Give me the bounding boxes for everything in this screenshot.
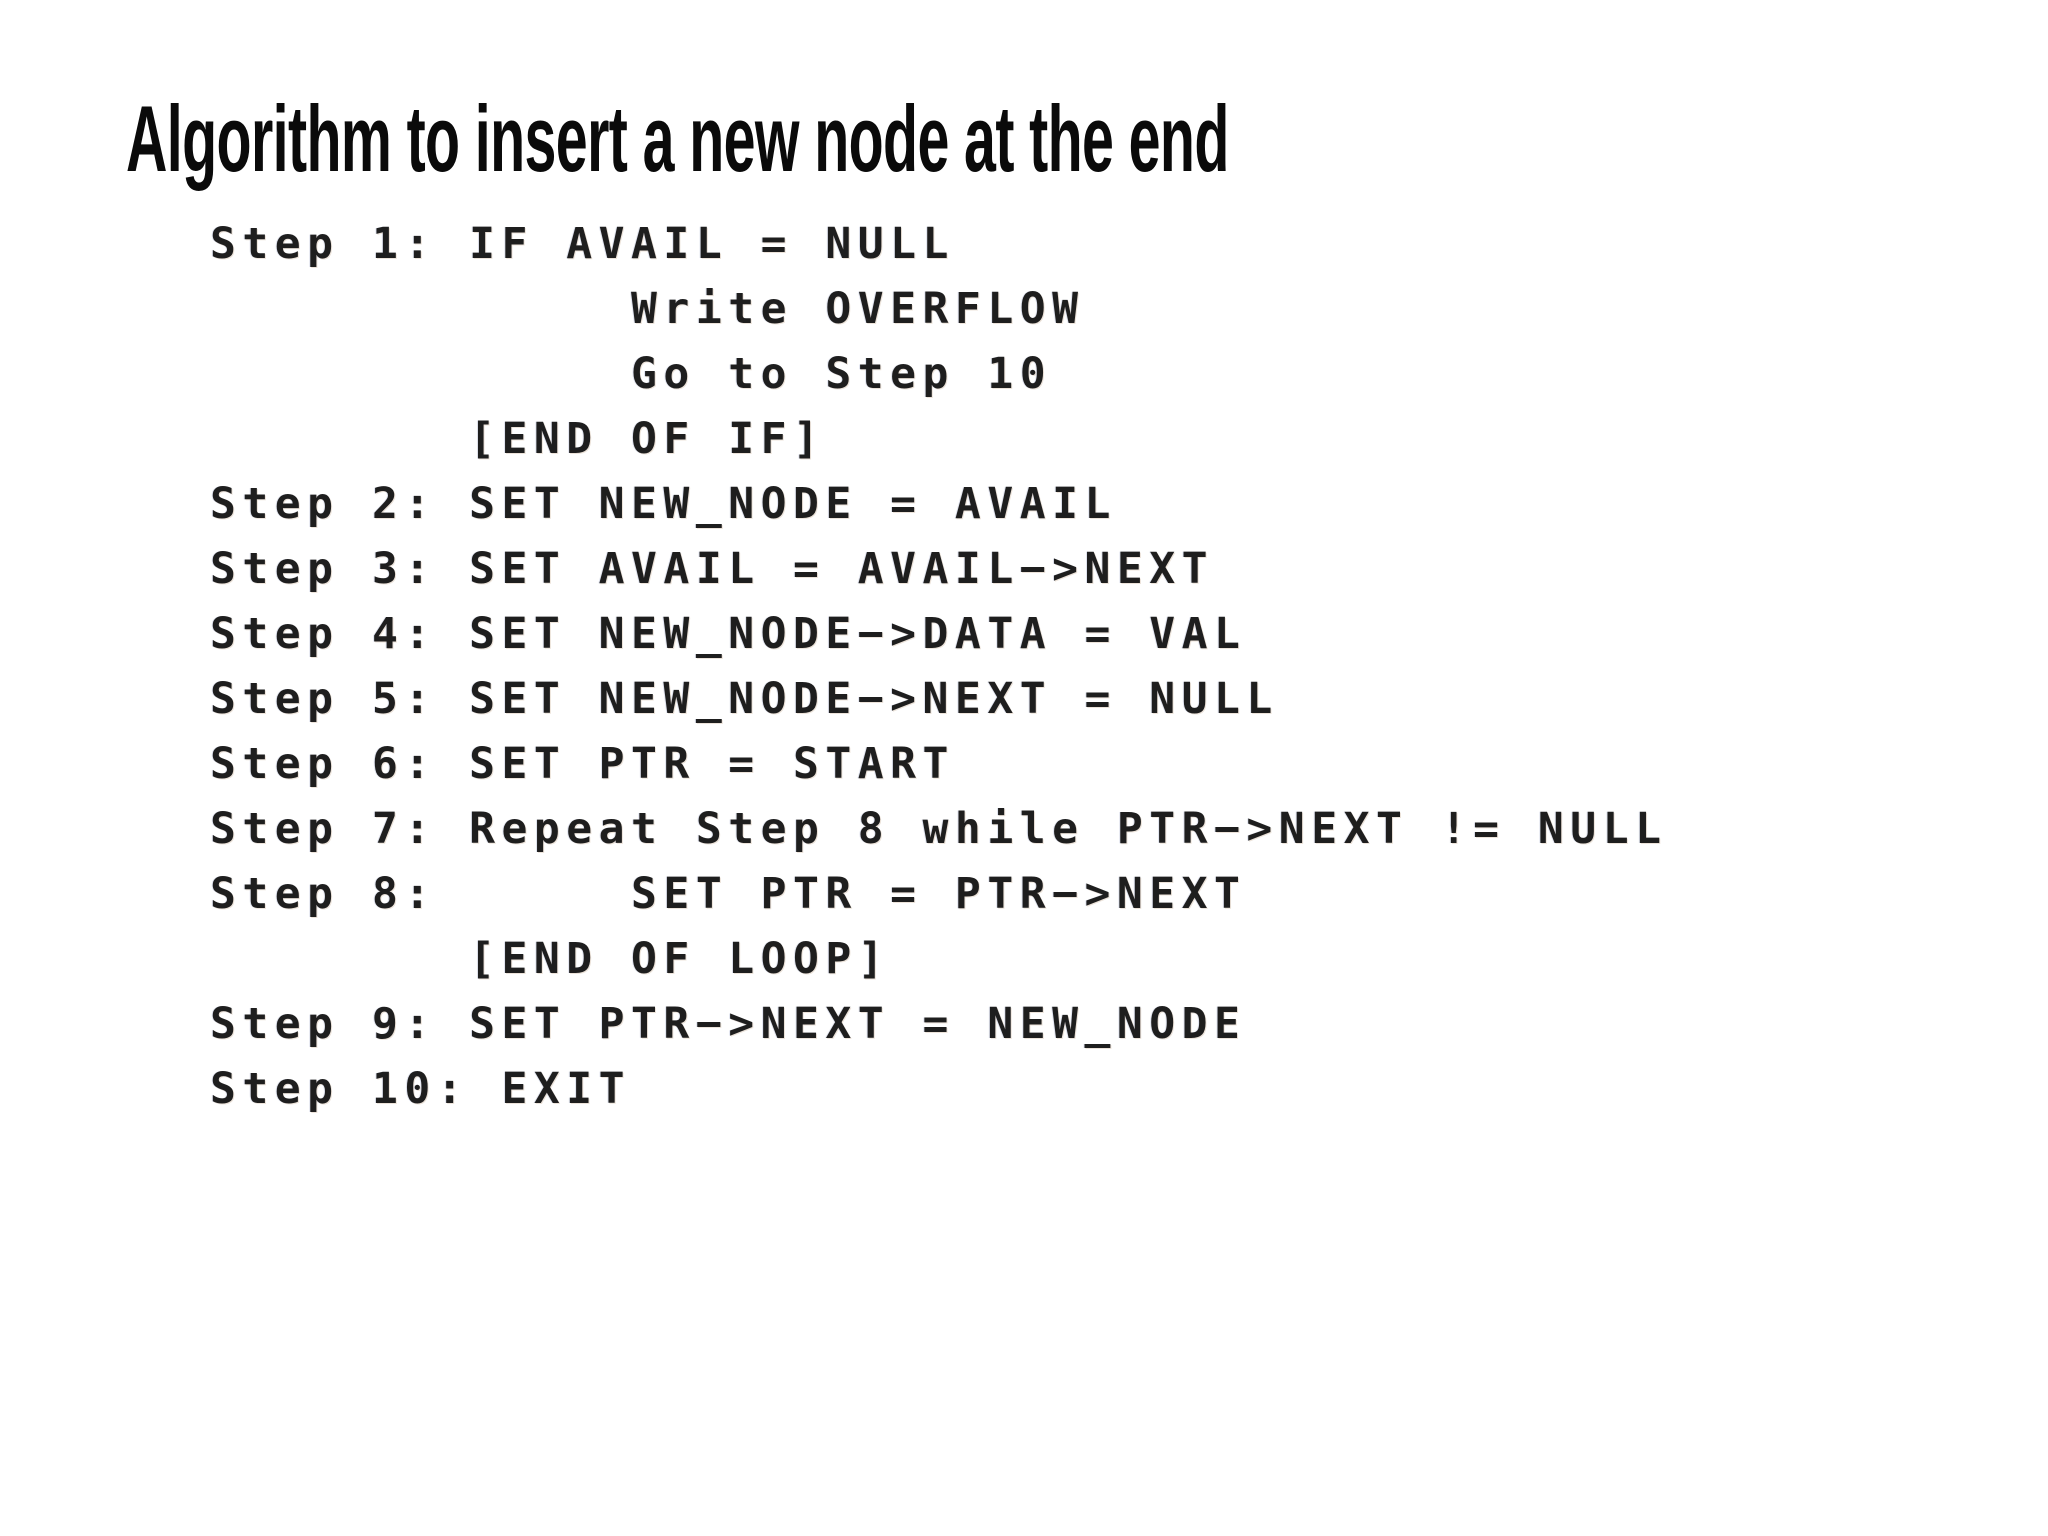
code-line-end-of-loop: [END OF LOOP] (210, 934, 891, 984)
code-line-step-7: Step 7: Repeat Step 8 while PTR−>NEXT !=… (210, 804, 1668, 854)
code-line-step-5: Step 5: SET NEW_NODE−>NEXT = NULL (210, 674, 1279, 724)
code-line-write-overflow: Write OVERFLOW (210, 284, 1085, 334)
page-title: Algorithm to insert a new node at the en… (126, 86, 1229, 191)
code-line-step-1: Step 1: IF AVAIL = NULL (210, 219, 955, 269)
code-line-step-10: Step 10: EXIT (210, 1064, 632, 1114)
algorithm-listing: Step 1: IF AVAIL = NULL Write OVERFLOW G… (210, 212, 1667, 1122)
code-line-goto-step-10: Go to Step 10 (210, 349, 1053, 399)
code-line-step-9: Step 9: SET PTR−>NEXT = NEW_NODE (210, 999, 1247, 1049)
code-line-end-of-if: [END OF IF] (210, 414, 826, 464)
code-line-step-8: Step 8: SET PTR = PTR−>NEXT (210, 869, 1247, 919)
code-line-step-2: Step 2: SET NEW_NODE = AVAIL (210, 479, 1117, 529)
code-line-step-3: Step 3: SET AVAIL = AVAIL−>NEXT (210, 544, 1215, 594)
code-line-step-4: Step 4: SET NEW_NODE−>DATA = VAL (210, 609, 1247, 659)
code-line-step-6: Step 6: SET PTR = START (210, 739, 955, 789)
